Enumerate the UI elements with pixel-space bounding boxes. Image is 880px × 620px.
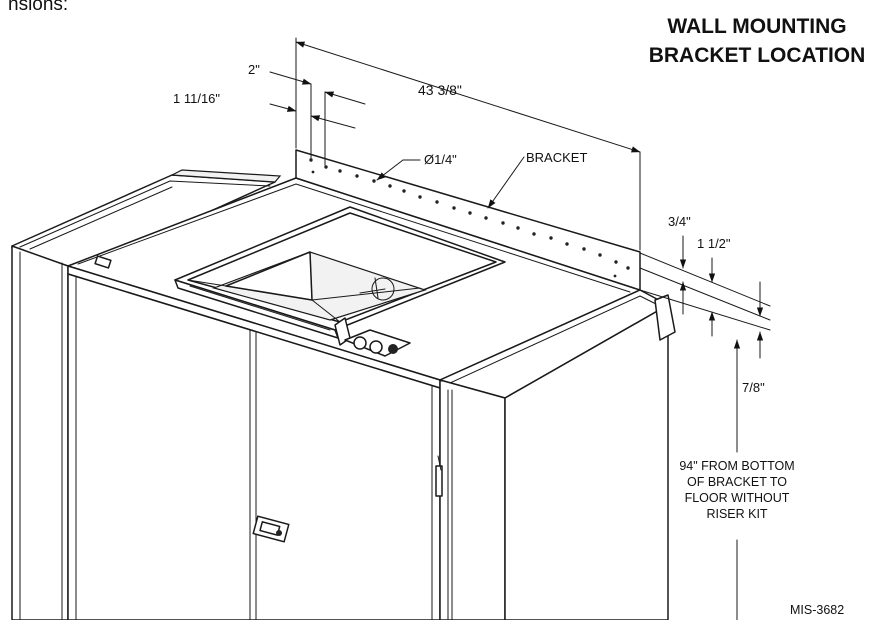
bracket-mounting-holes: [309, 158, 630, 278]
bracket-label: BRACKET: [526, 150, 587, 165]
floor-note-line2: OF BRACKET TO: [687, 475, 787, 489]
middle-front: [67, 273, 441, 620]
drawing-id: MIS-3682: [790, 603, 844, 617]
offset-1-11-16-label: 1 11/16": [173, 91, 220, 106]
offset-2in-label: 2": [248, 62, 260, 77]
height-3-4-label: 3/4": [668, 214, 691, 229]
drawing-title-line2: BRACKET LOCATION: [649, 44, 866, 67]
caption-fragment: nsions:: [8, 0, 68, 15]
floor-note-line1: 94" FROM BOTTOM: [679, 459, 794, 473]
drawing-title-line1: WALL MOUNTING: [667, 15, 846, 38]
height-7-8-label: 7/8": [742, 380, 765, 395]
dimensions: 43 3/8" 2" 1 11/16" Ø1/4" BRACKET 3/4" 1…: [173, 37, 771, 620]
floor-note: 94" FROM BOTTOM OF BRACKET TO FLOOR WITH…: [679, 459, 794, 521]
height-1-1-2-label: 1 1/2": [697, 236, 731, 251]
overall-length-label: 43 3/8": [418, 82, 462, 98]
top-cavity: [174, 206, 506, 339]
floor-note-line3: FLOOR WITHOUT: [685, 491, 790, 505]
cabinet: [11, 149, 676, 620]
left-cabinet: [11, 169, 282, 620]
overall-length-dim-line: [295, 41, 641, 153]
front-fixtures: [94, 255, 411, 357]
hole-diameter-label: Ø1/4": [424, 152, 457, 167]
right-cabinet: [435, 289, 676, 620]
floor-note-line4: RISER KIT: [706, 507, 767, 521]
